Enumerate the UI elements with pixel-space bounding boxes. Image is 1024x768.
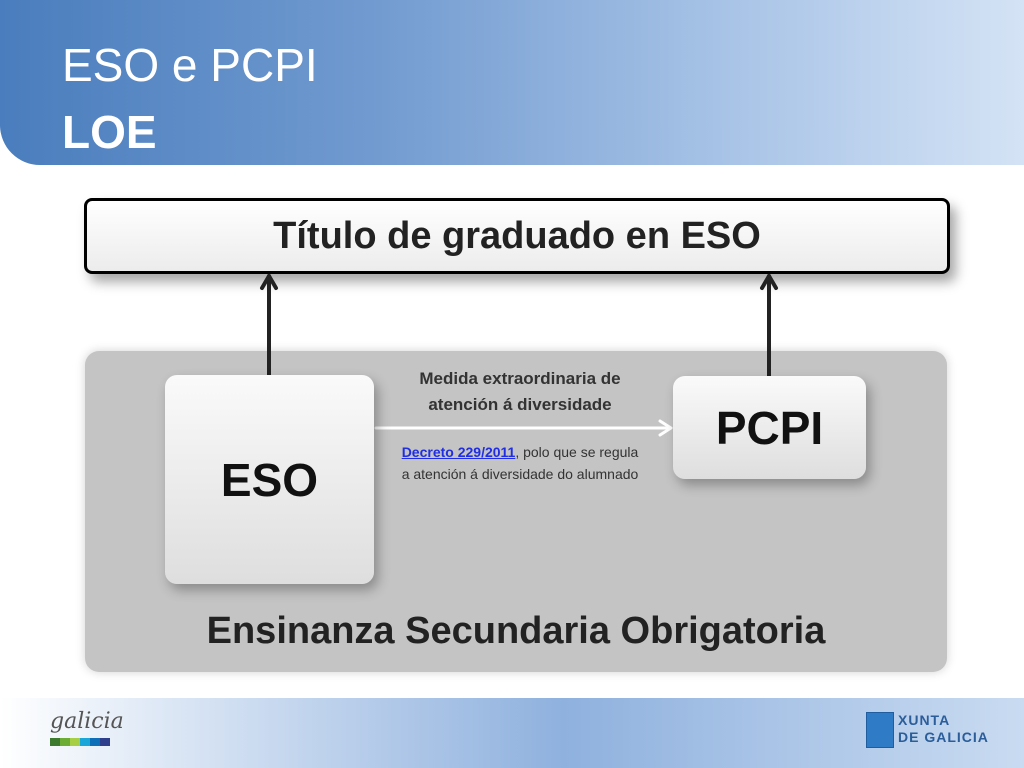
slide-footer [0, 698, 1024, 768]
slide-header: ESO e PCPI LOE [0, 0, 1024, 165]
decree-link[interactable]: Decreto 229/2011 [401, 444, 516, 460]
measure-label: Medida extraordinaria de atención á dive… [419, 369, 621, 414]
galicia-logo-bar [50, 738, 110, 746]
xunta-logo-line2: DE GALICIA [898, 729, 989, 745]
panel-label: Ensinanza Secundaria Obrigatoria [206, 610, 826, 652]
eso-arrowhead [260, 274, 278, 290]
eso-box: ESO [165, 375, 374, 584]
pcpi-box: PCPI [673, 376, 866, 479]
xunta-shield-icon [866, 712, 894, 748]
pcpi-arrowhead [760, 274, 778, 290]
decree-note: Decreto 229/2011, polo que se regula a a… [400, 441, 640, 485]
decree-text: , polo que se regula a atención á divers… [401, 444, 639, 482]
eso-to-pcpi-arrowhead [658, 419, 673, 437]
xunta-logo-line1: XUNTA [898, 712, 951, 728]
slide-title: ESO e PCPI [62, 39, 318, 91]
slide-subtitle: LOE [62, 106, 157, 158]
graduate-title-box: Título de graduado en ESO [84, 198, 950, 274]
xunta-logo: XUNTA DE GALICIA [898, 712, 989, 746]
galicia-logo: galicia [50, 709, 124, 734]
